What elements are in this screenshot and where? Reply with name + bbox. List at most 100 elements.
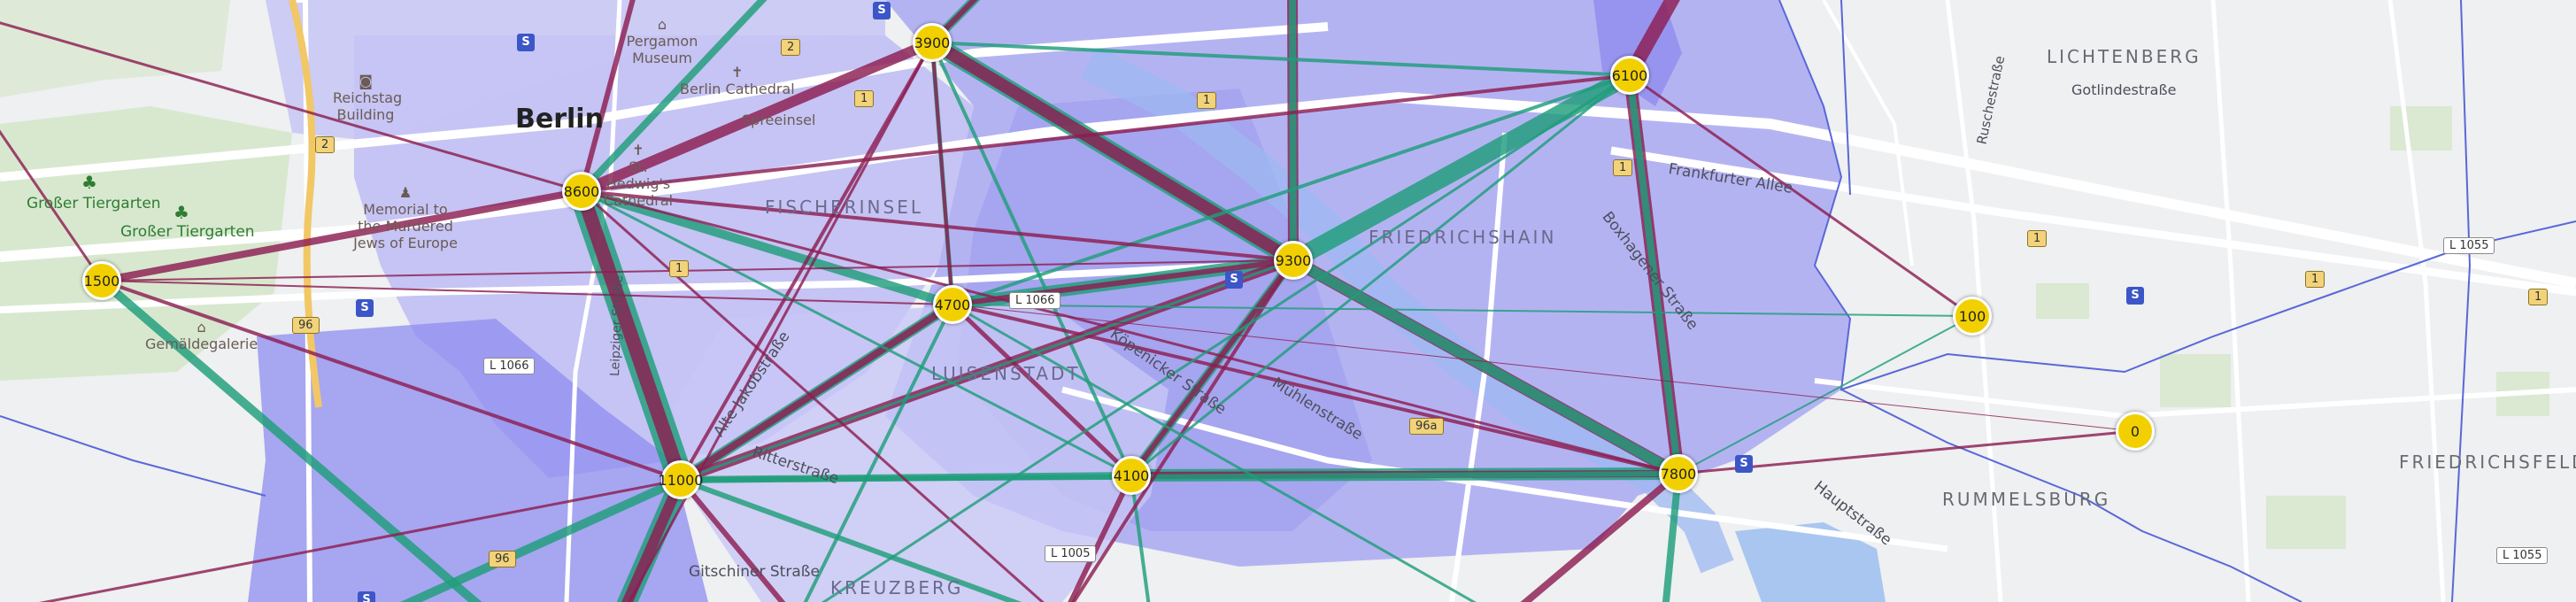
road-frankfurter bbox=[1610, 146, 2576, 297]
node-0[interactable]: 0 bbox=[2116, 412, 2155, 451]
flow-line bbox=[98, 277, 482, 602]
flow-line bbox=[803, 304, 954, 602]
road-minor bbox=[1945, 0, 2003, 602]
flow-line bbox=[1662, 473, 1682, 602]
node-4100[interactable]: 4100 bbox=[1112, 456, 1151, 495]
road-minor bbox=[2387, 0, 2446, 602]
node-6100[interactable]: 6100 bbox=[1610, 56, 1649, 95]
flow-line bbox=[951, 303, 1133, 477]
district-boundary bbox=[0, 415, 266, 497]
road-minor bbox=[1449, 132, 1508, 602]
regional-road-label: L 1066 bbox=[1009, 292, 1061, 309]
flow-line bbox=[580, 187, 954, 309]
poi-reichstag-building: ◙Reichstag Building bbox=[333, 73, 403, 123]
node-100[interactable]: 100 bbox=[1953, 297, 1992, 336]
flow-line bbox=[579, 0, 636, 192]
flow-line bbox=[929, 37, 1297, 266]
flow-line bbox=[579, 37, 935, 197]
museum-icon: ⌂ bbox=[657, 16, 667, 33]
flow-line bbox=[581, 189, 1294, 262]
flow-line bbox=[952, 304, 2136, 432]
node-1500[interactable]: 1500 bbox=[82, 261, 121, 300]
node-8600[interactable]: 8600 bbox=[562, 172, 601, 211]
district-label-kreuzberg: KREUZBERG bbox=[830, 577, 964, 598]
church-icon: ✝ bbox=[731, 64, 744, 81]
flow-line bbox=[1130, 73, 1631, 477]
flow-line bbox=[39, 478, 682, 602]
poi-berlin-cathedral: ✝Berlin Cathedral bbox=[680, 64, 795, 97]
district-label-fischerinsel: FISCHERINSEL bbox=[765, 197, 923, 218]
flow-line bbox=[400, 475, 683, 602]
road-shield: 1 bbox=[1197, 92, 1217, 109]
train-station-icon: S bbox=[517, 34, 535, 51]
poi-st-hedwigs-cathedral: ✝St. Hedwig's Cathedral bbox=[603, 142, 674, 209]
zone-polygon bbox=[248, 319, 708, 602]
flow-line bbox=[1130, 475, 1151, 602]
node-9300[interactable]: 9300 bbox=[1274, 241, 1313, 280]
flow-line bbox=[952, 303, 1477, 602]
regional-road-label: L 1055 bbox=[2496, 547, 2549, 564]
park-patch bbox=[2390, 106, 2452, 150]
train-station-icon: S bbox=[1735, 455, 1753, 473]
street-label-gitschiner: Gitschiner Straße bbox=[689, 563, 820, 581]
road-shield: 1 bbox=[669, 260, 690, 277]
road-minor bbox=[1822, 0, 1914, 266]
node-11000[interactable]: 11000 bbox=[659, 460, 703, 499]
flow-line bbox=[679, 477, 1022, 602]
flow-line bbox=[952, 304, 1973, 317]
flow-line bbox=[1677, 315, 1973, 475]
flow-line bbox=[101, 279, 682, 482]
flow-line bbox=[581, 189, 1045, 602]
flow-line bbox=[1289, 67, 1634, 268]
node-7800[interactable]: 7800 bbox=[1659, 454, 1698, 493]
flow-line bbox=[1068, 474, 1134, 602]
flow-line bbox=[679, 42, 934, 481]
regional-road-label: L 1066 bbox=[483, 358, 536, 374]
node-4700[interactable]: 4700 bbox=[933, 285, 972, 324]
flow-line bbox=[101, 188, 582, 284]
district-boundary bbox=[1778, 0, 2576, 391]
district-label-friedrichshain: FRIEDRICHSHAIN bbox=[1369, 227, 1557, 248]
tree-icon: ♣ bbox=[174, 202, 189, 223]
road-minor bbox=[292, 0, 312, 602]
road-federal-96 bbox=[289, 0, 322, 408]
park-label-grosser-tiergarten: Großer Tiergarten bbox=[27, 195, 161, 212]
memorial-icon: ♟ bbox=[398, 184, 413, 201]
flow-line bbox=[1291, 255, 1681, 479]
road-shield: 96a bbox=[1409, 418, 1444, 435]
node-3900[interactable]: 3900 bbox=[913, 23, 952, 62]
flow-line bbox=[1629, 73, 1973, 318]
park-patch bbox=[2266, 496, 2346, 549]
road-shield: 2 bbox=[315, 136, 335, 153]
flow-line bbox=[678, 478, 786, 602]
district-label-luisenstadt: LUISENSTADT bbox=[931, 363, 1081, 384]
flow-line bbox=[930, 42, 1133, 476]
museum-icon: ⌂ bbox=[197, 319, 206, 336]
district-label-lichtenberg: LICHTENBERG bbox=[2047, 46, 2202, 67]
road-leipziger bbox=[0, 262, 1240, 313]
flow-line bbox=[628, 42, 934, 602]
regional-road-label: L 1055 bbox=[2443, 237, 2495, 254]
flow-line bbox=[579, 0, 767, 194]
church-icon: ✝ bbox=[632, 142, 644, 158]
poi-pergamon-museum: ⌂Pergamon Museum bbox=[626, 16, 698, 66]
poi-gemaeldegalerie: ⌂Gemäldegalerie bbox=[145, 319, 258, 352]
park-patch bbox=[2036, 283, 2089, 319]
flow-line bbox=[0, 21, 582, 193]
park-label-grosser-tiergarten-2: Großer Tiergarten bbox=[120, 223, 255, 241]
road-major bbox=[0, 22, 1329, 181]
district-boundary bbox=[1840, 389, 2302, 602]
street-label-gotlindestrasse: Gotlindestraße bbox=[2071, 81, 2177, 98]
flow-line bbox=[1129, 259, 1296, 477]
train-station-icon: S bbox=[873, 2, 891, 19]
flow-line bbox=[101, 280, 953, 305]
city-label-berlin: Berlin bbox=[515, 104, 604, 135]
road-shield: 1 bbox=[2528, 289, 2549, 305]
flow-line bbox=[581, 73, 1631, 193]
road-shield: 1 bbox=[854, 90, 875, 107]
road-shield: 2 bbox=[781, 39, 801, 56]
flow-line bbox=[930, 42, 954, 305]
train-station-icon: S bbox=[356, 299, 374, 317]
